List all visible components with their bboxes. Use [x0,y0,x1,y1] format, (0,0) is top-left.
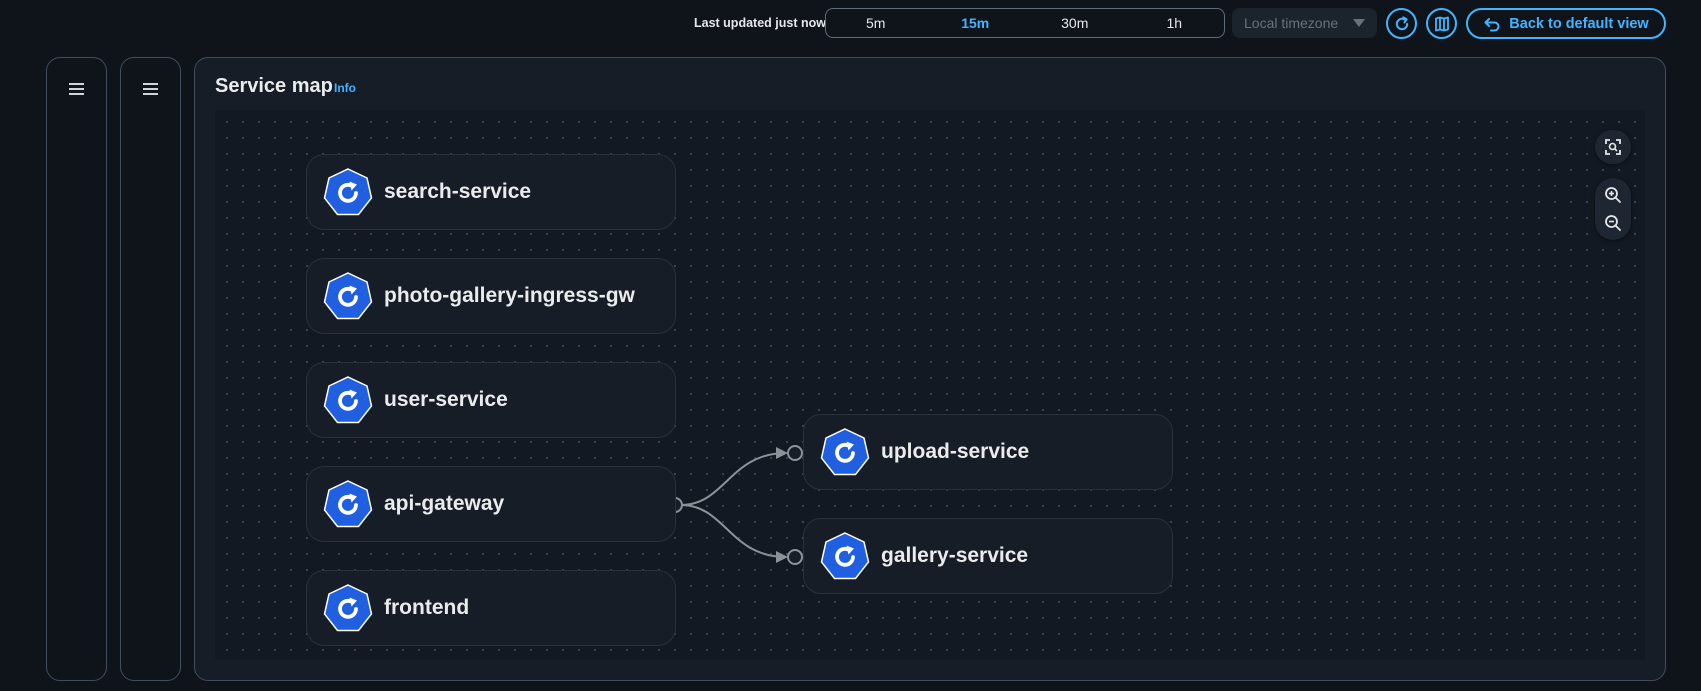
node-label: api-gateway [384,492,505,515]
edge-target-port [787,445,803,461]
timezone-select-label: Local timezone [1244,15,1339,31]
range-15m-button[interactable]: 15m [961,15,990,31]
edge-api-gateway-to-upload-service[interactable] [680,447,788,506]
edge-target-port [787,549,803,565]
map-icon [1434,16,1449,31]
zoom-in-icon [1605,187,1621,203]
hamburger-menu-icon[interactable] [143,82,159,96]
caret-down-icon [1353,19,1365,27]
kubernetes-service-icon [820,428,870,476]
refresh-button[interactable] [1386,8,1417,39]
side-panel-second [120,57,181,681]
fit-view-button[interactable] [1595,133,1631,161]
timezone-select[interactable]: Local timezone [1232,8,1377,38]
zoom-controls [1595,178,1631,240]
node-api-gateway[interactable]: api-gateway [306,466,676,542]
back-to-default-view-label: Back to default view [1509,15,1649,32]
range-30m-button[interactable]: 30m [1061,15,1089,31]
refresh-icon [1395,15,1408,30]
node-label: photo-gallery-ingress-gw [384,284,635,307]
info-link[interactable]: Info [334,81,356,95]
kubernetes-service-icon [323,376,373,424]
node-label: upload-service [881,440,1030,463]
undo-arrow-icon [1484,17,1500,31]
last-updated-text: Last updated just now [694,16,826,30]
zoom-in-button[interactable] [1595,181,1631,209]
kubernetes-service-icon [820,532,870,580]
range-1h-button[interactable]: 1h [1166,15,1183,31]
zoom-out-icon [1605,215,1621,231]
kubernetes-service-icon [323,272,373,320]
kubernetes-service-icon [323,168,373,216]
edge-api-gateway-to-gallery-service[interactable] [680,504,788,563]
node-upload-service[interactable]: upload-service [803,414,1173,490]
service-map-canvas[interactable]: search-service photo-gallery-ingress-gw … [215,110,1645,660]
hamburger-menu-icon[interactable] [69,82,85,96]
kubernetes-service-icon [323,480,373,528]
node-label: frontend [384,596,470,619]
node-search-service[interactable]: search-service [306,154,676,230]
node-label: user-service [384,388,508,411]
range-5m-button[interactable]: 5m [866,15,886,31]
service-map-panel: Service map Info search-service [194,57,1666,681]
side-panel-left [46,57,107,681]
panel-title: Service map [215,75,333,97]
top-toolbar: Last updated just now 5m 15m 30m 1h Loca… [0,0,1701,48]
node-gallery-service[interactable]: gallery-service [803,518,1173,594]
node-frontend[interactable]: frontend [306,570,676,646]
node-user-service[interactable]: user-service [306,362,676,438]
node-label: search-service [384,180,532,203]
fit-view-control [1595,130,1631,164]
node-photo-gallery-ingress-gw[interactable]: photo-gallery-ingress-gw [306,258,676,334]
node-label: gallery-service [881,544,1029,567]
kubernetes-service-icon [323,584,373,632]
map-view-button[interactable] [1426,8,1457,39]
zoom-out-button[interactable] [1595,209,1631,237]
back-to-default-view-button[interactable]: Back to default view [1466,8,1666,39]
fit-view-icon [1605,139,1621,155]
time-range-selector: 5m 15m 30m 1h [825,8,1225,38]
